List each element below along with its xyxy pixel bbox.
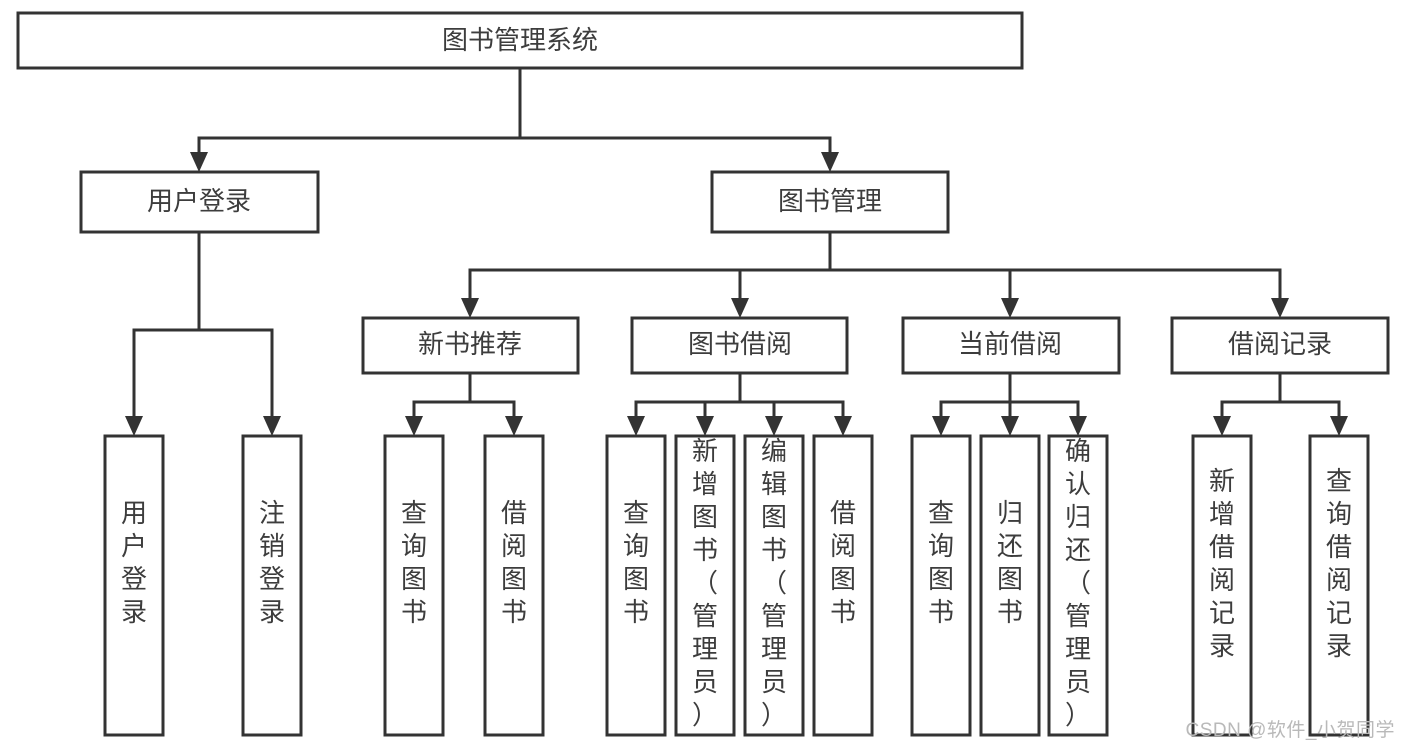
node-leaf-edit-book[interactable]: 编辑图书（管理员） [743, 434, 805, 737]
connector-root-to-level2 [190, 66, 839, 172]
node-box [901, 316, 1121, 375]
node-label-leaf-add-book: 新增图书（管理员） [692, 436, 718, 730]
node-box [103, 434, 165, 737]
node-leaf-logout[interactable]: 注销登录 [241, 434, 303, 737]
node-label-new-book-recommend: 新书推荐 [418, 329, 522, 359]
node-leaf-query-book-1[interactable]: 查询图书 [383, 434, 445, 737]
node-current-borrow[interactable]: 当前借阅 [901, 316, 1121, 375]
node-label-leaf-logout: 注销登录 [259, 498, 285, 627]
arrow-head-icon [696, 416, 714, 436]
arrow-head-icon [263, 416, 281, 436]
node-leaf-borrow-book-1[interactable]: 借阅图书 [483, 434, 545, 737]
arrow-head-icon [405, 416, 423, 436]
arrow-head-icon [461, 298, 479, 318]
node-leaf-user-login[interactable]: 用户登录 [103, 434, 165, 737]
connector-borrow-record-to-leaves [1213, 371, 1348, 436]
arrow-head-icon [731, 298, 749, 318]
node-box [16, 11, 1024, 70]
node-label-leaf-borrow-book-1: 借阅图书 [501, 498, 527, 627]
node-borrow-record[interactable]: 借阅记录 [1170, 316, 1390, 375]
arrow-head-icon [1001, 416, 1019, 436]
node-box [710, 170, 950, 234]
node-label-leaf-add-record: 新增借阅记录 [1209, 466, 1235, 661]
node-label-leaf-confirm-return: 确认归还（管理员） [1065, 436, 1091, 730]
node-leaf-add-record[interactable]: 新增借阅记录 [1191, 434, 1253, 737]
node-label-leaf-user-login: 用户登录 [121, 498, 147, 627]
csdn-watermark: CSDN @软件_小贺同学 [1185, 720, 1395, 741]
node-box [483, 434, 545, 737]
node-label-leaf-edit-book: 编辑图书（管理员） [761, 436, 787, 730]
connector-book-manage-to-level3 [461, 230, 1289, 318]
connector-current-borrow-to-leaves [932, 371, 1087, 436]
node-box [1047, 434, 1109, 737]
node-leaf-query-book-2[interactable]: 查询图书 [605, 434, 667, 737]
arrow-head-icon [627, 416, 645, 436]
node-box [812, 434, 874, 737]
node-label-leaf-query-record: 查询借阅记录 [1326, 466, 1352, 661]
arrow-head-icon [834, 416, 852, 436]
node-label-leaf-query-book-1: 查询图书 [401, 498, 427, 627]
node-box [979, 434, 1041, 737]
node-book-borrow[interactable]: 图书借阅 [630, 316, 849, 375]
node-box [605, 434, 667, 737]
node-box [1170, 316, 1390, 375]
node-label-current-borrow: 当前借阅 [958, 329, 1062, 359]
arrow-head-icon [1001, 298, 1019, 318]
node-box [79, 170, 320, 234]
node-user-login[interactable]: 用户登录 [79, 170, 320, 234]
node-leaf-return-book[interactable]: 归还图书 [979, 434, 1041, 737]
node-label-leaf-return-book: 归还图书 [997, 498, 1023, 627]
node-label-leaf-query-book-2: 查询图书 [623, 498, 649, 627]
connector-user-login-to-leaves [125, 230, 281, 436]
arrow-head-icon [1330, 416, 1348, 436]
connector-new-book-recommend-to-leaves [405, 371, 523, 436]
arrow-head-icon [1271, 298, 1289, 318]
node-leaf-query-record[interactable]: 查询借阅记录 [1308, 434, 1370, 737]
arrow-head-icon [821, 152, 839, 172]
node-box [1308, 434, 1370, 737]
node-label-book-manage: 图书管理 [778, 186, 882, 216]
node-box [1191, 434, 1253, 737]
node-label-book-borrow: 图书借阅 [688, 329, 792, 359]
node-root[interactable]: 图书管理系统 [16, 11, 1024, 70]
node-leaf-confirm-return[interactable]: 确认归还（管理员） [1047, 434, 1109, 737]
node-label-borrow-record: 借阅记录 [1228, 329, 1332, 359]
arrow-head-icon [932, 416, 950, 436]
node-box [361, 316, 580, 375]
node-leaf-query-book-3[interactable]: 查询图书 [910, 434, 972, 737]
node-new-book-recommend[interactable]: 新书推荐 [361, 316, 580, 375]
arrow-head-icon [765, 416, 783, 436]
node-leaf-add-book[interactable]: 新增图书（管理员） [674, 434, 736, 737]
node-box [383, 434, 445, 737]
arrow-head-icon [1069, 416, 1087, 436]
node-box [910, 434, 972, 737]
node-label-leaf-query-book-3: 查询图书 [928, 498, 954, 627]
node-box [630, 316, 849, 375]
connector-book-borrow-to-leaves [627, 371, 852, 436]
arrow-head-icon [1213, 416, 1231, 436]
arrow-head-icon [190, 152, 208, 172]
node-label-leaf-borrow-book-2: 借阅图书 [830, 498, 856, 627]
arrow-head-icon [125, 416, 143, 436]
node-box [241, 434, 303, 737]
node-box [743, 434, 805, 737]
node-label-root: 图书管理系统 [442, 25, 598, 55]
node-book-manage[interactable]: 图书管理 [710, 170, 950, 234]
node-leaf-borrow-book-2[interactable]: 借阅图书 [812, 434, 874, 737]
arrow-head-icon [505, 416, 523, 436]
node-label-user-login: 用户登录 [147, 186, 251, 216]
node-box [674, 434, 736, 737]
